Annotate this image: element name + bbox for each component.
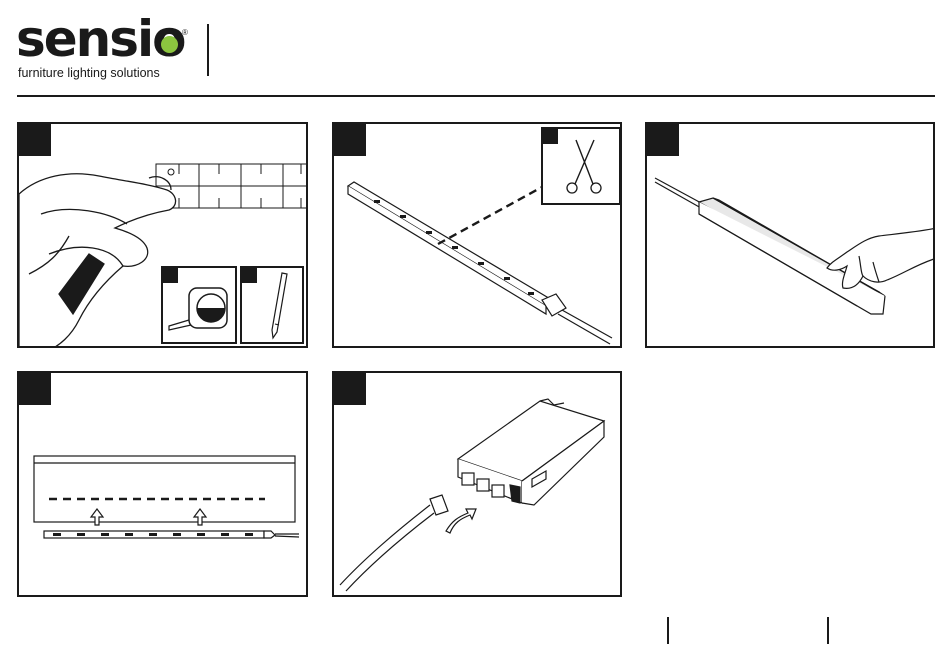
step-5-illustration	[334, 373, 622, 597]
panel-step-1	[17, 122, 308, 348]
cabinet-icon	[34, 456, 295, 522]
cut-line	[438, 186, 544, 244]
hand-icon	[827, 228, 935, 288]
step-2-illustration	[334, 124, 622, 348]
panel-step-3	[645, 122, 935, 348]
panel-step-2	[332, 122, 622, 348]
header-rule	[17, 95, 935, 97]
led-strip-icon	[348, 182, 612, 344]
hand-icon	[19, 174, 176, 348]
led-strip-icon	[44, 531, 299, 538]
pencil-icon	[241, 267, 303, 343]
brand-name: sensio	[16, 10, 185, 68]
arrow-icon	[446, 509, 476, 533]
brand-dot	[161, 36, 178, 53]
scissors-icon	[542, 128, 620, 204]
tape-measure-icon	[162, 267, 236, 343]
panel-step-4	[17, 371, 308, 597]
brand-tagline: furniture lighting solutions	[18, 66, 160, 80]
registered-mark: ®	[182, 28, 188, 37]
measuring-tape-icon	[156, 164, 308, 208]
led-strip-icon	[655, 178, 885, 314]
driver-box-icon	[458, 399, 604, 505]
step-4-illustration	[19, 373, 308, 597]
brand-logo: sensio	[16, 14, 185, 64]
panel-step-5	[332, 371, 622, 597]
step-3-illustration	[647, 124, 935, 348]
connector-icon	[340, 495, 448, 591]
footer-divider-left	[667, 617, 669, 644]
footer-divider-right	[827, 617, 829, 644]
step-1-illustration	[19, 124, 308, 348]
header-divider	[207, 24, 209, 76]
